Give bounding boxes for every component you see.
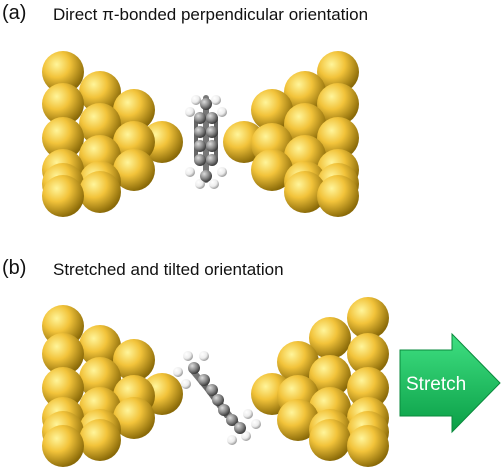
hydrogen-atom (217, 167, 227, 177)
carbon-atom (188, 362, 200, 374)
carbon-atom (194, 140, 206, 152)
panel-a-label: (a) (2, 2, 27, 24)
molecule-perpendicular (185, 95, 227, 189)
carbon-atom (206, 154, 218, 166)
hydrogen-atom (191, 95, 201, 105)
panel-b-title: Stretched and tilted orientation (53, 260, 284, 279)
hydrogen-atom (241, 431, 251, 441)
hydrogen-atom (173, 367, 183, 377)
hydrogen-atom (251, 419, 261, 429)
carbon-atom (212, 394, 224, 406)
gold-atom (113, 339, 155, 381)
gold-electrode-left-a (42, 51, 183, 217)
gold-atom (284, 171, 326, 213)
carbon-atom (206, 126, 218, 138)
carbon-atom (234, 422, 246, 434)
gold-atom (42, 333, 84, 375)
gold-atom (277, 341, 319, 383)
gold-atom (42, 175, 84, 217)
gold-atom (79, 419, 121, 461)
gold-atom (347, 297, 389, 339)
gold-atom (317, 175, 359, 217)
gold-atom (42, 425, 84, 467)
carbon-atom (206, 384, 218, 396)
gold-atom (113, 149, 155, 191)
stretch-arrow: Stretch (399, 332, 501, 434)
hydrogen-atom (227, 435, 237, 445)
gold-atom (79, 103, 121, 145)
gold-atom (317, 117, 359, 159)
gold-atom (317, 51, 359, 93)
carbon-atom (226, 414, 238, 426)
gold-atom (79, 71, 121, 113)
panel-b-label: (b) (2, 257, 27, 279)
gold-electrode-left-b (42, 305, 183, 467)
gold-atom (347, 425, 389, 467)
hydrogen-atom (217, 107, 227, 117)
hydrogen-atom (185, 167, 195, 177)
gold-atom (284, 103, 326, 145)
gold-atom (309, 317, 351, 359)
gold-atom (251, 149, 293, 191)
hydrogen-atom (181, 379, 191, 389)
gold-atom (79, 325, 121, 367)
gold-atom (347, 333, 389, 375)
gold-atom (284, 71, 326, 113)
carbon-atom (218, 404, 230, 416)
gold-atom (251, 89, 293, 131)
molecule-tilted (173, 351, 261, 445)
gold-electrode-right-b (251, 297, 389, 467)
gold-atom (309, 355, 351, 397)
carbon-atom (194, 126, 206, 138)
gold-atom (79, 171, 121, 213)
hydrogen-atom (183, 351, 193, 361)
hydrogen-atom (199, 351, 209, 361)
carbon-atom (198, 374, 210, 386)
gold-atom (42, 51, 84, 93)
carbon-atom (206, 140, 218, 152)
gold-electrode-right-a (223, 51, 359, 217)
gold-atom (347, 367, 389, 409)
hydrogen-atom (185, 107, 195, 117)
gold-atom (113, 89, 155, 131)
carbon-atom (194, 112, 206, 124)
gold-atom (113, 397, 155, 439)
carbon-atom (200, 170, 212, 182)
gold-atom (42, 367, 84, 409)
gold-atom (317, 83, 359, 125)
carbon-atom (194, 154, 206, 166)
hydrogen-atom (209, 179, 219, 189)
hydrogen-atom (243, 409, 253, 419)
hydrogen-atom (211, 95, 221, 105)
gold-atom (309, 419, 351, 461)
panel-a-title: Direct π-bonded perpendicular orientatio… (53, 5, 369, 24)
stretch-label: Stretch (406, 374, 466, 395)
carbon-atom (200, 98, 212, 110)
gold-atom (277, 399, 319, 441)
gold-atom (42, 83, 84, 125)
gold-atom (42, 117, 84, 159)
hydrogen-atom (195, 179, 205, 189)
gold-atom (79, 357, 121, 399)
carbon-atom (206, 112, 218, 124)
